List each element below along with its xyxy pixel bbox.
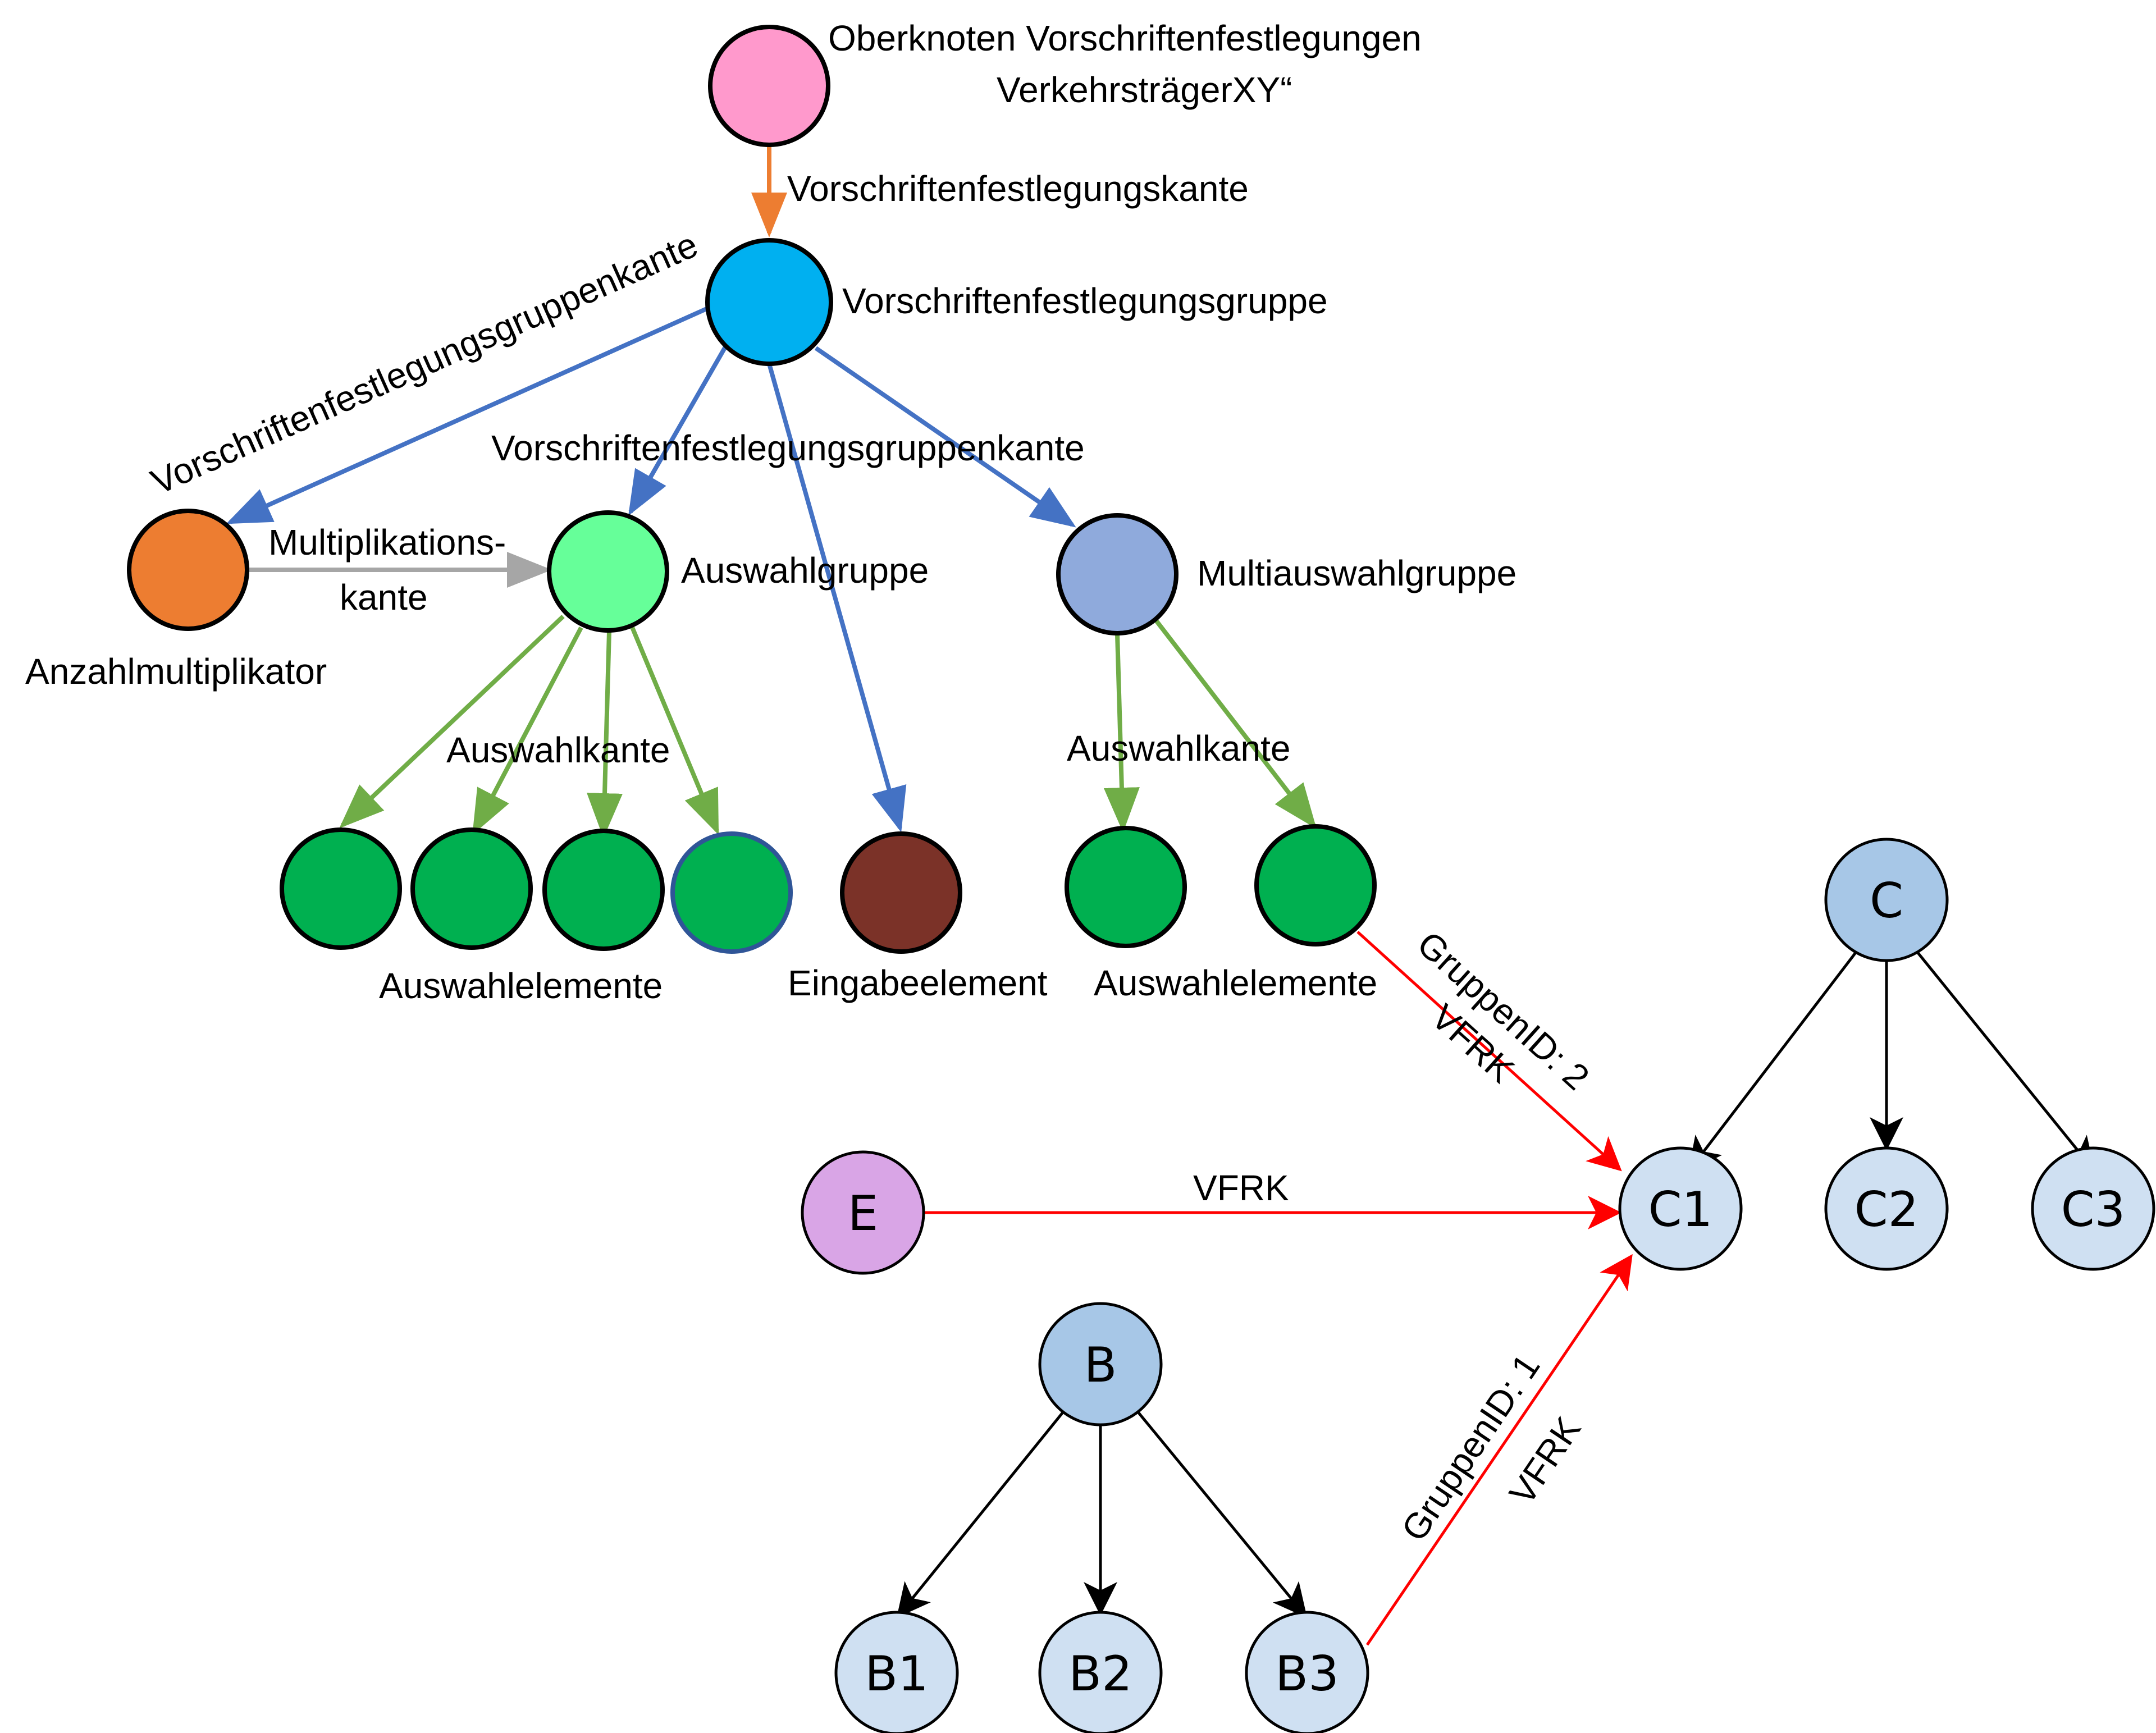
node-C (1824, 838, 1949, 962)
vfrk-mid-label: VFRK (1193, 1168, 1289, 1208)
edge-B-to-B3 (1123, 1394, 1308, 1618)
node-B2-label: B2 (1068, 1646, 1132, 1702)
eingabeelement-label: Eingabeelement (788, 963, 1048, 1003)
node-C3 (2031, 1146, 2155, 1271)
edge-C-to-C1 (1688, 942, 1864, 1172)
node-C2 (1824, 1146, 1949, 1271)
edge-multi-to-element-2 (1152, 616, 1317, 829)
group-node (705, 238, 833, 366)
edge-auswahl-to-element-4 (629, 625, 719, 835)
node-E (801, 1150, 925, 1275)
auswahlgruppe-label: Auswahlgruppe (681, 550, 929, 591)
root-label-line2: VerkehrsträgerXY“ (997, 70, 1292, 110)
root-node (708, 25, 830, 147)
auswahlelemente-left-label: Auswahlelemente (379, 966, 663, 1006)
multi-auswahlelement-node-2 (1254, 824, 1377, 946)
edge-group-to-auswahlgruppe (628, 345, 728, 516)
auswahlkante-right-label: Auswahlkante (1067, 728, 1290, 769)
node-C1 (1618, 1146, 1743, 1271)
node-E-label: E (848, 1186, 878, 1242)
node-B3 (1245, 1611, 1369, 1733)
node-B2 (1038, 1611, 1163, 1733)
node-C-label: C (1870, 873, 1903, 929)
vfrk-edge-bot (1365, 1254, 1633, 1646)
vfrk-edge-top (1356, 931, 1622, 1172)
edge-root-label: Vorschriftenfestlegungskante (787, 168, 1249, 209)
edge-auswahl-to-element-3 (587, 631, 623, 838)
auswahlgruppe-node (547, 510, 669, 633)
node-C1-label: C1 (1648, 1182, 1713, 1238)
auswahlkante-left-label: Auswahlkante (446, 730, 670, 770)
mult-edge-label-line2: kante (340, 577, 428, 618)
multiauswahlgruppe-node (1056, 513, 1179, 635)
edge-group-to-eingabeelement (767, 363, 907, 833)
edge-group-to-multiplier (226, 305, 710, 524)
multiplier-node (127, 509, 249, 631)
node-C2-label: C2 (1854, 1182, 1919, 1238)
edge-group-to-multiauswahlgruppe (814, 346, 1076, 528)
node-B1 (834, 1611, 959, 1733)
auswahlelement-node-3 (542, 829, 665, 951)
edge-multi-to-element-1 (1103, 634, 1140, 833)
edge-B-to-B1 (896, 1394, 1078, 1618)
vfrk-bot-label-line2: VFRK (1501, 1410, 1588, 1512)
auswahlelemente-right-label: Auswahlelemente (1094, 963, 1377, 1003)
edge-C-to-C3 (1909, 942, 2095, 1172)
root-label-line1: Oberknoten Vorschriftenfestlegungen (828, 18, 1422, 58)
node-B1-label: B1 (865, 1646, 929, 1702)
eingabeelement-node (840, 831, 962, 954)
auswahlelement-node-1 (280, 827, 402, 950)
group-label: Vorschriftenfestlegungsgruppe (842, 281, 1328, 321)
edge-auswahl-to-element-2 (472, 627, 583, 835)
node-C3-label: C3 (2061, 1182, 2126, 1238)
node-B-label: B (1084, 1337, 1117, 1393)
multiplier-label: Anzahlmultiplikator (25, 651, 327, 692)
multiauswahlgruppe-label: Multiauswahlgruppe (1197, 553, 1516, 593)
mult-edge-label-line1: Multiplikations- (268, 522, 506, 563)
auswahlelement-node-4 (670, 831, 793, 954)
auswahlelement-node-2 (410, 827, 533, 950)
node-B (1038, 1302, 1163, 1426)
group-edge-mid-label: Vorschriftenfestlegungsgruppenkante (491, 428, 1085, 468)
node-B3-label: B3 (1275, 1646, 1339, 1702)
edge-auswahl-to-element-1 (339, 615, 565, 829)
vfrk-bot-label-line1: GruppenID: 1 (1394, 1347, 1548, 1548)
multi-auswahlelement-node-1 (1065, 826, 1187, 948)
